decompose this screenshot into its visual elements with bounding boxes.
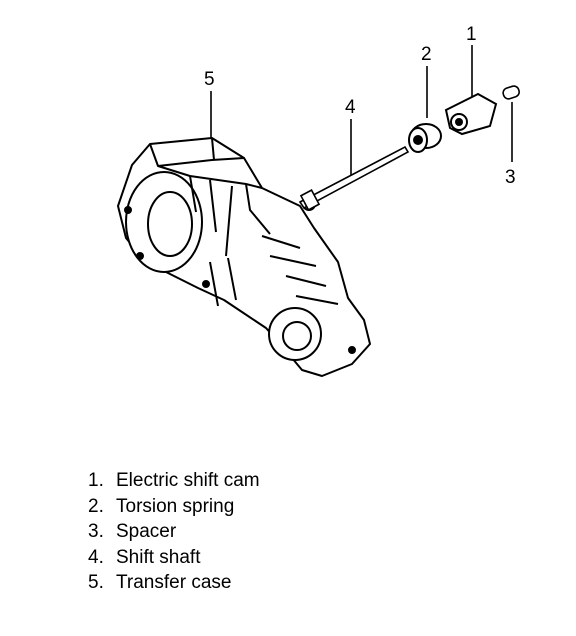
legend-item-5: 5. Transfer case [88,570,260,596]
shift-shaft-rod [298,145,410,210]
legend-number: 2. [88,495,104,517]
spacer-body [502,85,520,100]
electric-shift-cam-hub [455,118,463,126]
output-flange-inner [282,321,312,351]
torsion-spring [408,123,442,153]
legend-label: Spacer [116,521,177,542]
bolt-hole-4 [202,280,210,288]
legend-label: Torsion spring [116,495,235,517]
legend-item-3: 3. Spacer [88,519,260,545]
legend-number: 3. [88,521,104,542]
legend-number: 1. [88,470,104,491]
callout-3: 3 [505,167,516,188]
electric-shift-cam [444,92,498,136]
callout-4: 4 [345,97,356,118]
transfer-case-ribs [189,175,339,307]
legend-item-1: 1. Electric shift cam [88,468,260,494]
shift-shaft-collar [299,189,321,211]
transfer-case [117,137,371,377]
shift-shaft [298,145,410,211]
legend-item-2: 2. Torsion spring [88,494,260,520]
transfer-case-bore-inner [147,191,193,257]
callout-2: 2 [421,44,432,65]
legend-label: Shift shaft [116,546,201,568]
legend-number: 5. [88,572,104,593]
spacer [502,85,520,100]
bolt-hole-2 [136,252,144,260]
torsion-spring-hub [413,135,423,145]
transfer-case-top-face [149,137,263,189]
output-flange [268,307,322,361]
bolt-hole-3 [348,346,356,354]
legend-item-4: 4. Shift shaft [88,545,260,571]
parts-legend: 1. Electric shift cam 2. Torsion spring … [88,468,260,596]
bolt-hole-1 [124,206,132,214]
legend-label: Electric shift cam [116,470,260,491]
legend-number: 4. [88,546,104,568]
leader-lines [210,45,513,182]
callout-5: 5 [204,69,215,90]
callout-1: 1 [466,24,477,45]
legend-label: Transfer case [116,572,232,593]
